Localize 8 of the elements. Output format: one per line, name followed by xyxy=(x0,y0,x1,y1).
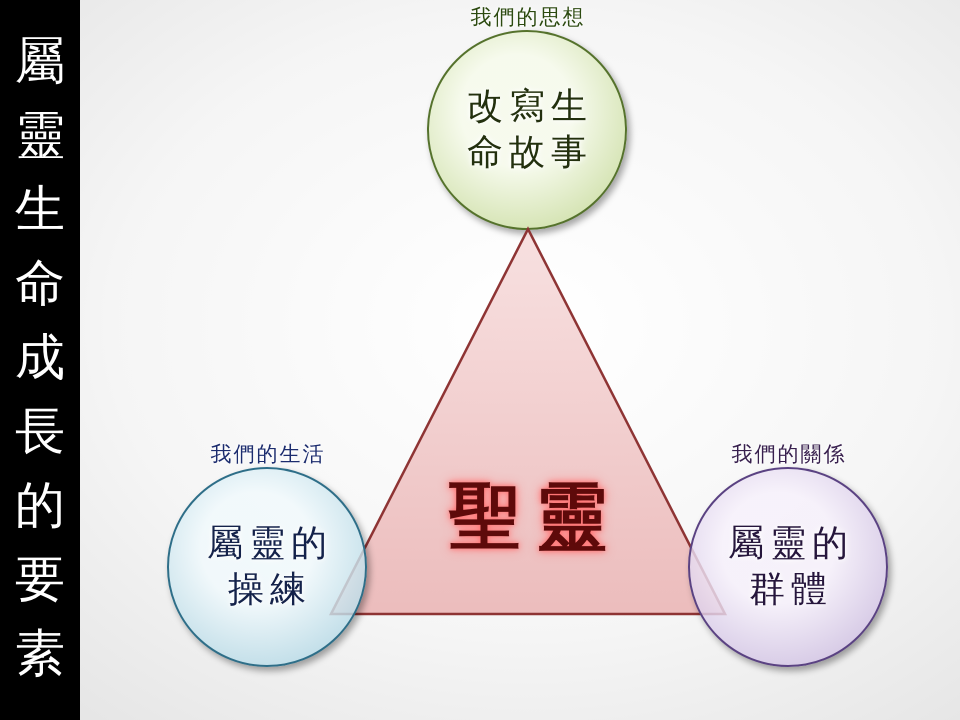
center-label: 聖靈 xyxy=(448,474,621,558)
title: 屬靈生命成長的要素 xyxy=(14,31,66,684)
circle-label: 屬靈的操練 xyxy=(206,522,334,612)
heading-label: 我們的思想 xyxy=(470,4,586,30)
circle-label: 屬靈的群體 xyxy=(727,522,855,612)
circle-label: 改寫生命故事 xyxy=(466,85,594,175)
heading-label: 我們的生活 xyxy=(210,441,326,467)
heading-label: 我們的關係 xyxy=(730,441,846,467)
